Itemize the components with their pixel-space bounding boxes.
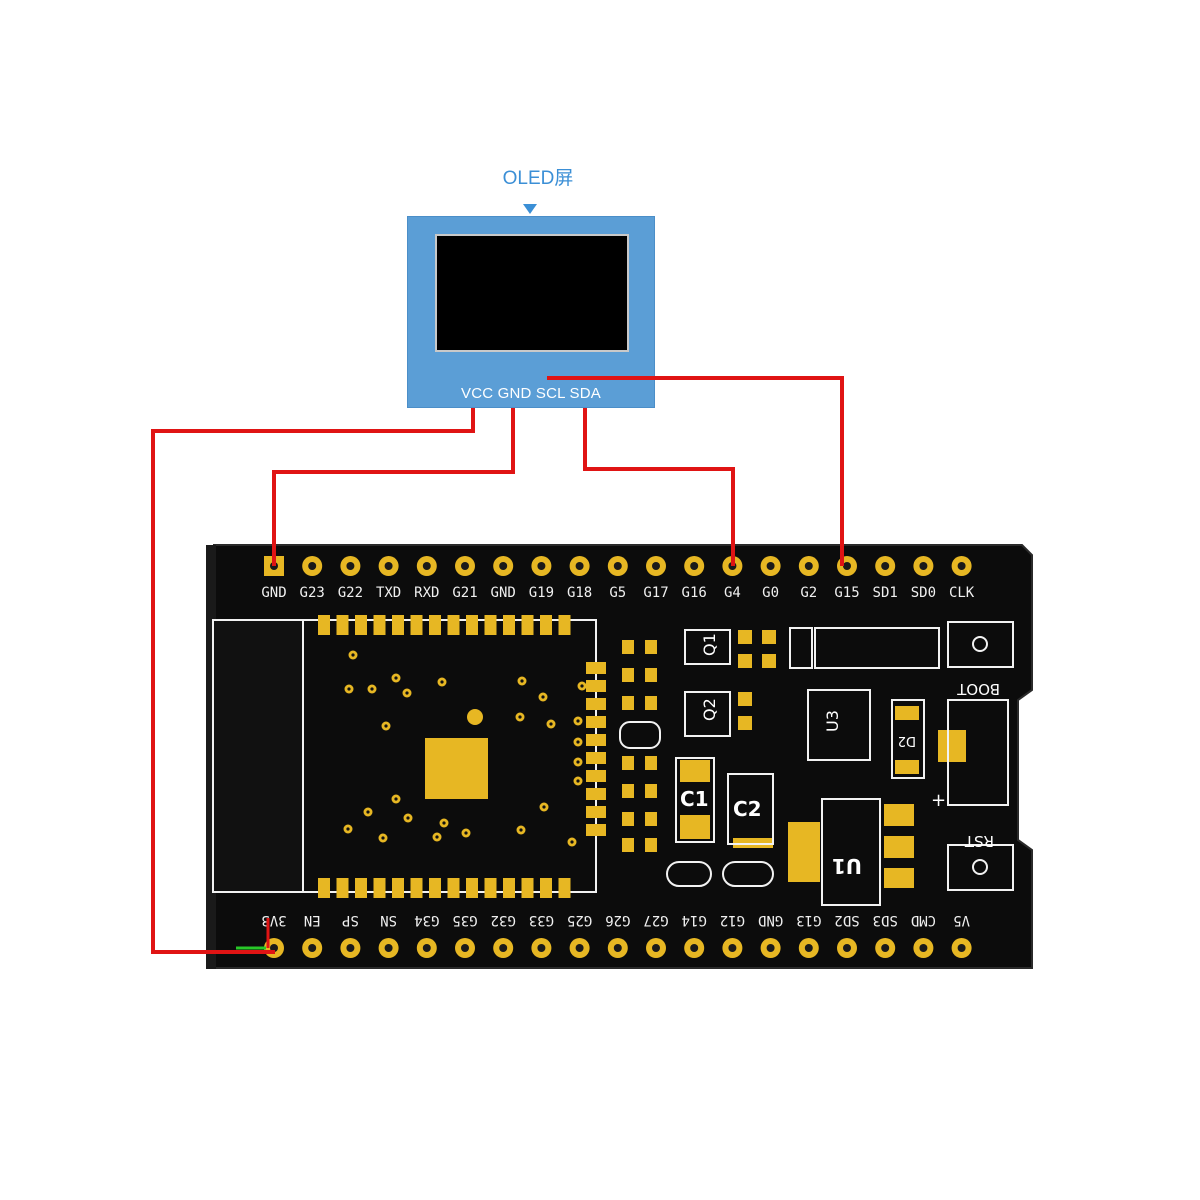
pin-label: G22 [338,585,363,601]
c1-label: C1 [680,787,709,811]
pin-label: V5 [953,912,970,928]
pin-label: CLK [949,585,975,601]
oled-pin-labels: VCC GND SCL SDA [461,385,601,402]
module-right-pads [586,662,606,836]
pin-label: G2 [800,585,817,601]
pin-label: G5 [609,585,626,601]
antenna-area [212,619,304,893]
pin-label: G14 [682,912,707,928]
pin-label: SD3 [873,912,898,928]
pin-label: G13 [796,912,821,928]
pin-label: G23 [300,585,325,601]
pin-label: G17 [643,585,668,601]
u3-label: U3 [823,710,842,732]
q1-label: Q1 [700,633,719,656]
pin-label: 3V3 [261,912,286,928]
module-top-pads [318,615,571,635]
pin-label: G16 [682,585,707,601]
module-vias [343,650,587,847]
q2-label: Q2 [700,698,719,721]
pin-label: EN [304,912,321,928]
wire-vcc-3v3 [151,408,475,954]
pin-label: G4 [724,585,741,601]
wire-sda-g15 [547,376,844,566]
pin-label: G19 [529,585,554,601]
module-bottom-pads [318,878,571,898]
pin-label: G35 [452,912,477,928]
u1-label: U1 [832,854,862,878]
pin-label: SN [380,912,397,928]
oled-screen [435,234,629,352]
wires [151,376,844,954]
oled-module: VCC GND SCL SDA [407,216,655,408]
pin-label: G26 [605,912,630,928]
boot-label: BOOT [956,680,1000,698]
pin-label: G33 [529,912,554,928]
pin-label: SD1 [873,585,898,601]
pin-label: TXD [376,585,401,601]
pin-label: GND [261,585,286,601]
d2-label: D2 [898,733,916,748]
pin-label: G27 [643,912,668,928]
pin-label: G18 [567,585,592,601]
pin-label: SP [342,912,359,928]
pin-label: G12 [720,912,745,928]
plus-label: + [931,790,946,811]
pin-label: G21 [452,585,477,601]
pin-label: GND [491,585,516,601]
pin-label: RXD [414,585,439,601]
pin-label: CMD [911,912,936,928]
pin-label: SD0 [911,585,936,601]
pin-label: GND [758,912,783,928]
oled-title: OLED屏 [502,168,574,189]
component-outlines [619,621,1014,906]
pin-label: G15 [834,585,859,601]
pin-label: SD2 [834,912,859,928]
wire-scl-g4 [583,408,735,566]
c2-label: C2 [733,797,762,821]
pin-label: G34 [414,912,439,928]
pin-label: G32 [491,912,516,928]
pin-label: G0 [762,585,779,601]
oled-pointer-arrow [523,204,537,214]
bottom-pin-header: 3V3 EN SP SN G34 G35 G32 G33 G25 G26 G27 G14 G12 GND G… [261,912,972,958]
wire-gnd-gnd [272,408,515,566]
pin-label: G25 [567,912,592,928]
module-ground-pad [425,738,488,799]
rst-label: RST [964,832,994,850]
